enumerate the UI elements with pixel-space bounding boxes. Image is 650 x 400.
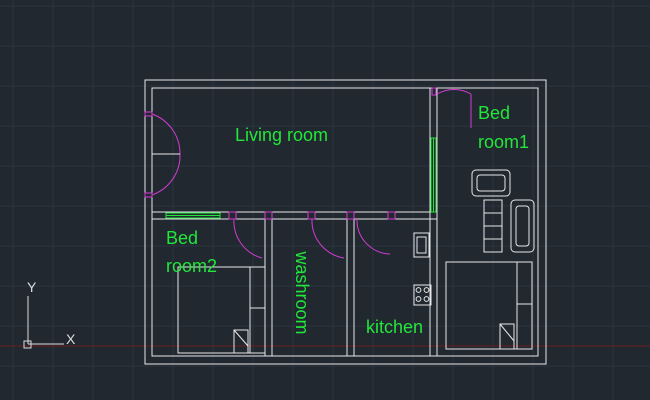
bed-room1-furniture (445, 261, 533, 350)
ucs-x-label: X (66, 331, 76, 347)
bedroom2-label-line2: room2 (166, 256, 218, 276)
kitchen-stove (413, 284, 432, 306)
bedroom1-label-line1: Bed (478, 103, 511, 123)
bed-room2-furniture (177, 266, 266, 354)
washroom-label: washroom (292, 251, 312, 335)
windows (165, 137, 437, 219)
outer-walls (144, 79, 547, 365)
kitchen-label: kitchen (366, 317, 424, 337)
bedroom2-label-line1: Bed (166, 228, 199, 248)
bedroom1-label-line2: room1 (478, 132, 530, 152)
kitchen-sink (413, 232, 430, 258)
ucs-y-label: Y (27, 279, 37, 295)
doors (144, 87, 472, 259)
living-room-label: Living room (235, 125, 329, 145)
ucs-icon (23, 296, 64, 349)
sofa-set (471, 169, 535, 253)
